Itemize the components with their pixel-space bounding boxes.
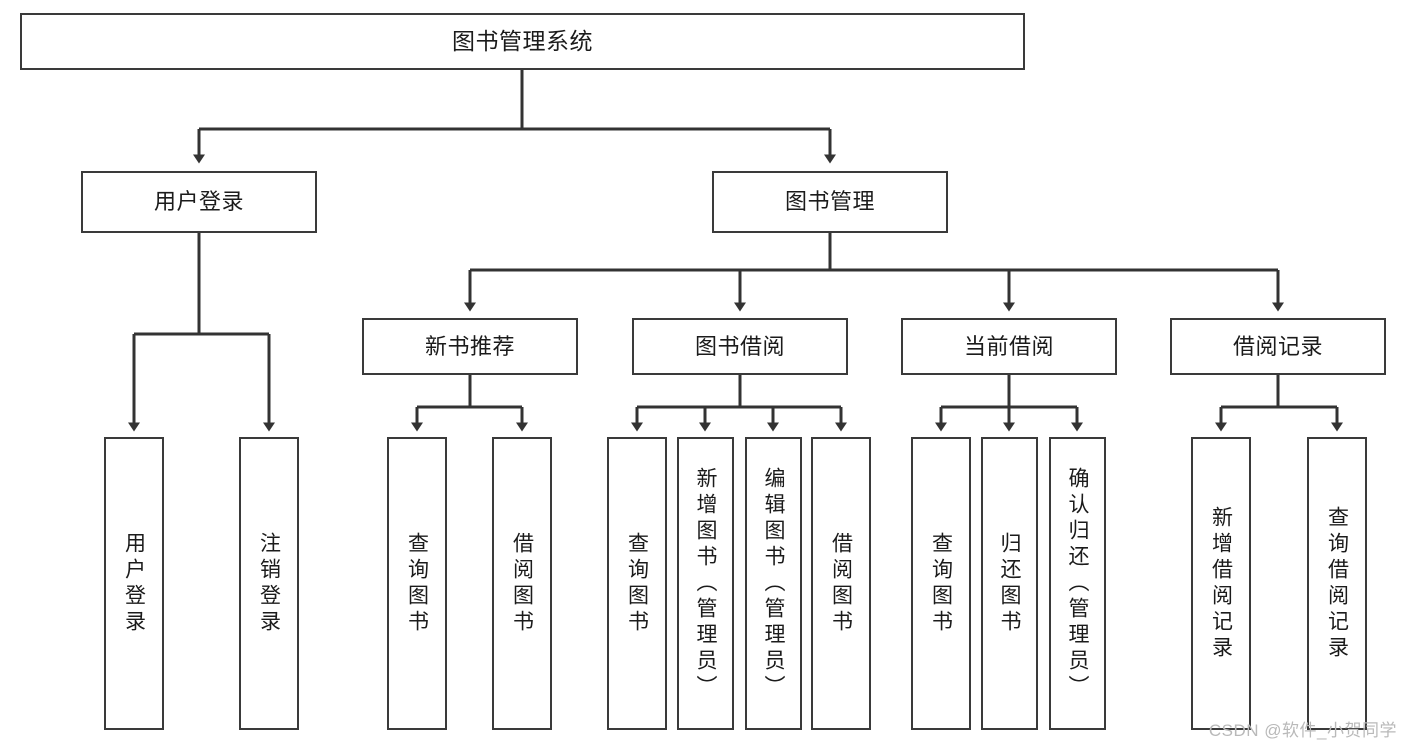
node-new-book-rec-label: 新书推荐 [424, 333, 515, 359]
node-leaf-add-record-label: 新增借阅记录 [1209, 505, 1233, 662]
node-leaf-user-login[interactable]: 用户登录 [104, 437, 164, 730]
node-borrow-record[interactable]: 借阅记录 [1170, 318, 1386, 375]
node-leaf-add-book-label: 新增图书（管理员） [694, 466, 717, 701]
node-book-borrow-label: 图书借阅 [694, 333, 785, 359]
node-leaf-edit-book[interactable]: 编辑图书（管理员） [745, 437, 802, 730]
node-leaf-return-book[interactable]: 归还图书 [981, 437, 1038, 730]
node-leaf-logout[interactable]: 注销登录 [239, 437, 299, 730]
node-leaf-query-book-2[interactable]: 查询图书 [607, 437, 667, 730]
node-current-borrow-label: 当前借阅 [963, 333, 1054, 359]
node-leaf-query-record-label: 查询借阅记录 [1325, 505, 1349, 662]
node-user-login-label: 用户登录 [153, 189, 244, 215]
node-leaf-add-record[interactable]: 新增借阅记录 [1191, 437, 1251, 730]
node-leaf-confirm-return-label: 确认归还（管理员） [1066, 466, 1089, 701]
node-leaf-user-login-label: 用户登录 [122, 531, 146, 636]
node-leaf-return-book-label: 归还图书 [998, 531, 1021, 636]
node-leaf-query-book-3[interactable]: 查询图书 [911, 437, 971, 730]
node-leaf-query-book-2-label: 查询图书 [625, 531, 649, 636]
node-leaf-borrow-book-1-label: 借阅图书 [510, 531, 534, 636]
node-root[interactable]: 图书管理系统 [20, 13, 1025, 70]
node-leaf-borrow-book-2-label: 借阅图书 [829, 531, 853, 636]
node-user-login[interactable]: 用户登录 [81, 171, 317, 233]
node-leaf-query-book-3-label: 查询图书 [929, 531, 953, 636]
node-leaf-query-book-1[interactable]: 查询图书 [387, 437, 447, 730]
watermark-text: CSDN @软件_小贺同学 [1208, 721, 1397, 740]
node-leaf-borrow-book-1[interactable]: 借阅图书 [492, 437, 552, 730]
node-book-borrow[interactable]: 图书借阅 [632, 318, 848, 375]
node-borrow-record-label: 借阅记录 [1232, 333, 1323, 359]
node-leaf-logout-label: 注销登录 [257, 531, 281, 636]
node-leaf-confirm-return[interactable]: 确认归还（管理员） [1049, 437, 1106, 730]
node-book-manage[interactable]: 图书管理 [712, 171, 948, 233]
node-leaf-query-record[interactable]: 查询借阅记录 [1307, 437, 1367, 730]
node-current-borrow[interactable]: 当前借阅 [901, 318, 1117, 375]
node-leaf-add-book[interactable]: 新增图书（管理员） [677, 437, 734, 730]
node-new-book-rec[interactable]: 新书推荐 [362, 318, 578, 375]
node-leaf-edit-book-label: 编辑图书（管理员） [762, 466, 785, 701]
node-book-manage-label: 图书管理 [784, 189, 875, 215]
node-leaf-borrow-book-2[interactable]: 借阅图书 [811, 437, 871, 730]
node-root-label: 图书管理系统 [452, 28, 593, 55]
node-leaf-query-book-1-label: 查询图书 [405, 531, 429, 636]
